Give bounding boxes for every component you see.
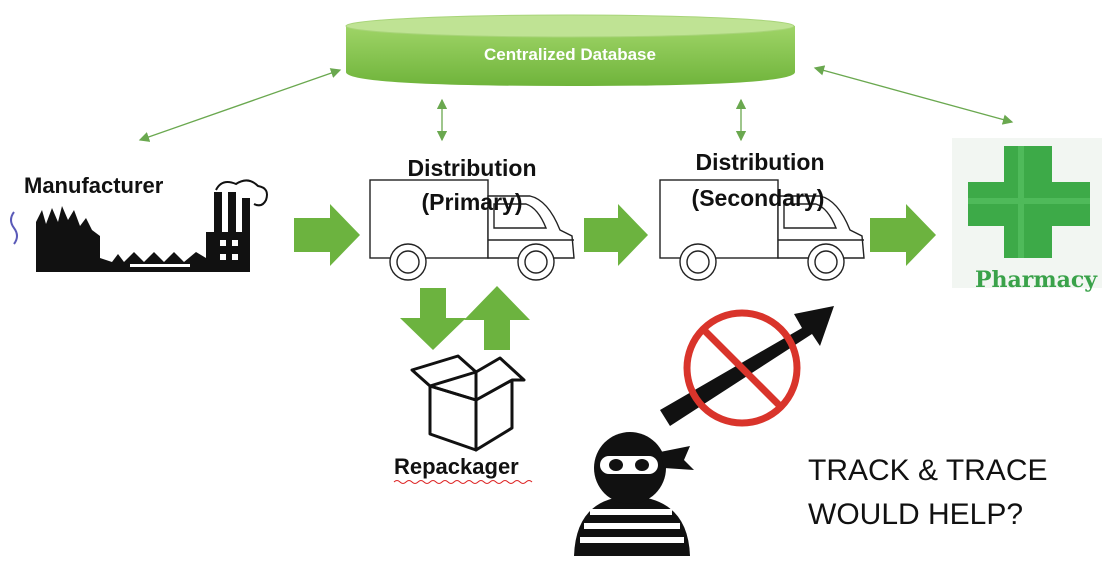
link-pharmacy-db <box>813 65 1014 125</box>
arrow-manufacturer-to-primary <box>294 204 360 266</box>
truck-icon-primary <box>369 179 575 281</box>
box-icon <box>410 354 526 452</box>
arrow-repackager-to-primary <box>464 286 530 350</box>
thief-icon <box>574 432 694 556</box>
question-line1: TRACK & TRACE <box>808 454 1048 487</box>
secondary-label-line2: (Secondary) <box>692 185 825 211</box>
truck-icon-secondary <box>659 179 865 281</box>
database-link-arrows <box>138 65 1014 142</box>
primary-label-line2: (Primary) <box>422 189 523 215</box>
primary-label-line1: Distribution <box>407 155 536 181</box>
flow-arrows <box>294 204 936 350</box>
factory-icon <box>10 179 268 272</box>
centralized-database: Centralized Database <box>345 14 795 86</box>
pharmacy-cross-icon <box>952 138 1102 288</box>
link-manufacturer-db <box>138 68 342 142</box>
arrow-secondary-to-pharmacy <box>870 204 936 266</box>
question-line2: WOULD HELP? <box>808 498 1023 531</box>
no-sign-icon <box>683 309 801 427</box>
manufacturer-label: Manufacturer <box>24 173 164 198</box>
pharmacy-label: Pharmacy <box>975 267 1098 293</box>
secondary-label-line1: Distribution <box>695 149 824 175</box>
arrow-primary-to-secondary <box>584 204 648 266</box>
repackager-spellcheck-underline <box>393 480 533 484</box>
arrow-primary-to-repackager <box>400 288 466 350</box>
repackager-label: Repackager <box>394 454 519 479</box>
database-label: Centralized Database <box>484 45 656 64</box>
